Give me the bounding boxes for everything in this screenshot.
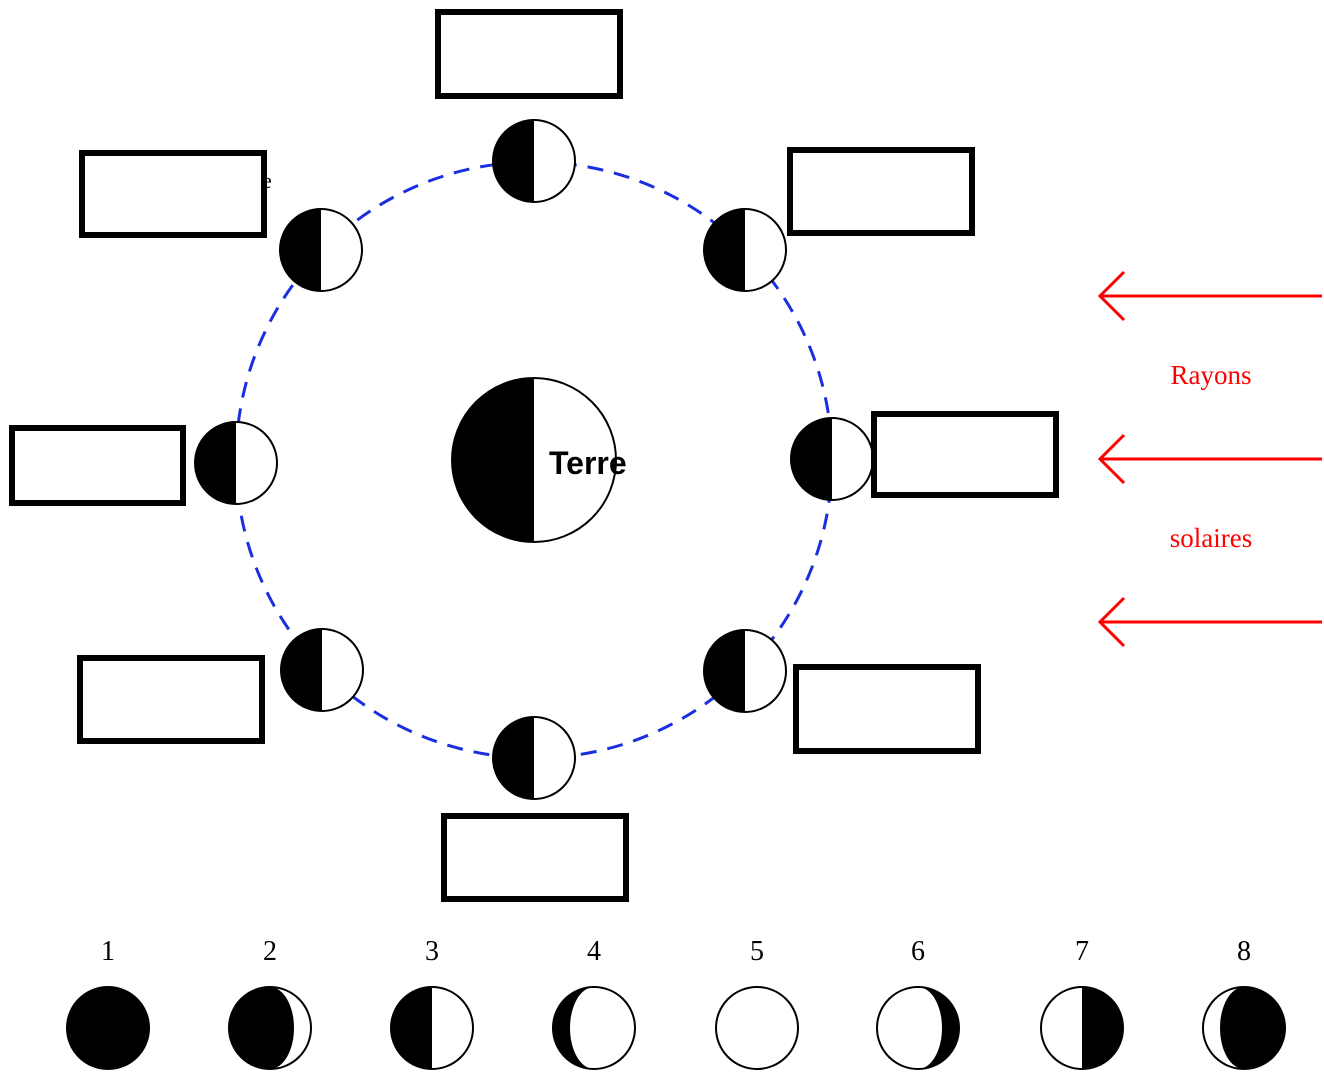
phase-legend: 1 2 3 4 5 6 7 8 <box>66 936 1286 1070</box>
phase-number-5: 5 <box>750 936 764 967</box>
phase-icon-3-half <box>390 986 474 1070</box>
sun-rays <box>1097 270 1322 648</box>
sun-rays-label-line2: solaires <box>1170 523 1252 553</box>
answer-box-left[interactable] <box>9 425 186 506</box>
phase-number-2: 2 <box>263 936 277 967</box>
orbit-moon-left <box>194 421 278 505</box>
orbit-moon-top <box>492 119 576 203</box>
phase-icon-1-new-moon <box>66 986 150 1070</box>
orbit-moon-top-left <box>279 208 363 292</box>
earth-dark-half <box>452 378 534 542</box>
phase-number-4: 4 <box>587 936 601 967</box>
answer-box-top-left[interactable] <box>79 150 267 238</box>
earth-label: Terre <box>549 445 627 481</box>
orbit-moon-bottom-left <box>280 628 364 712</box>
answer-box-right[interactable] <box>871 411 1059 498</box>
phase-icon-4-gibbous <box>552 986 636 1070</box>
phase-icon-8-crescent <box>1202 986 1286 1070</box>
phase-number-8: 8 <box>1237 936 1251 967</box>
phase-number-1: 1 <box>101 936 115 967</box>
earth: Terre <box>451 377 627 543</box>
phase-icon-7-half <box>1040 986 1124 1070</box>
orbit-moon-bottom-right <box>703 629 787 713</box>
phase-number-6: 6 <box>911 936 925 967</box>
earth-outline <box>451 377 617 543</box>
orbit-moon-right <box>790 417 874 501</box>
phase-icon-5-full-moon <box>715 986 799 1070</box>
phase-number-3: 3 <box>425 936 439 967</box>
orbit-moon-bottom <box>492 716 576 800</box>
answer-box-bottom-right[interactable] <box>793 664 981 754</box>
answer-box-bottom-left[interactable] <box>77 655 265 744</box>
phase-icon-6-gibbous <box>876 986 960 1070</box>
phase-icon-2-crescent <box>228 986 312 1070</box>
answer-box-top-right[interactable] <box>787 147 975 236</box>
sun-ray-arrow-3 <box>1097 596 1322 648</box>
answer-box-top[interactable] <box>435 9 623 99</box>
sun-ray-arrow-1 <box>1097 270 1322 322</box>
sun-ray-arrow-2 <box>1097 433 1322 485</box>
phase-number-7: 7 <box>1075 936 1089 967</box>
sun-rays-label-line1: Rayons <box>1171 360 1252 390</box>
orbit-moon-top-right <box>703 208 787 292</box>
answer-box-bottom[interactable] <box>441 813 629 902</box>
